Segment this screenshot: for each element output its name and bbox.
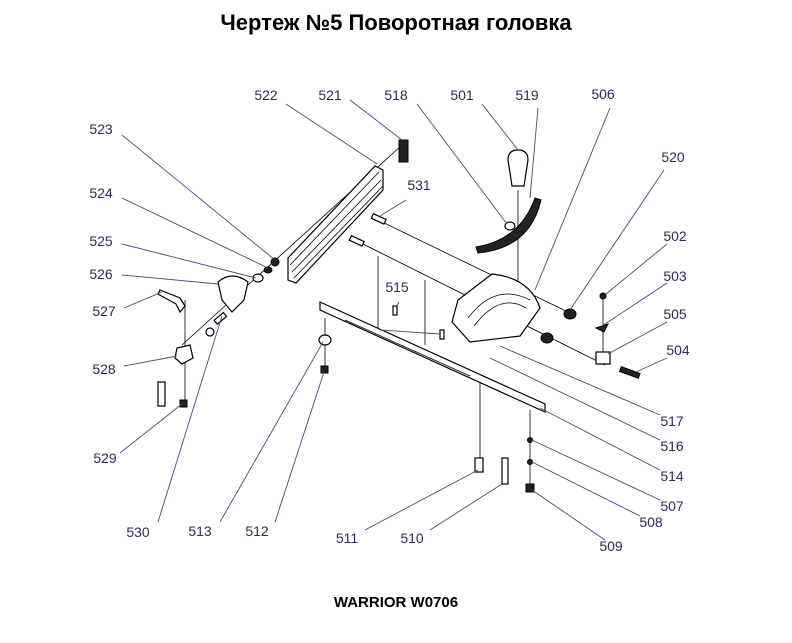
label-516: 516 (660, 438, 684, 454)
end-cap (398, 139, 409, 163)
leader-lines (119, 99, 668, 541)
knob (507, 149, 529, 187)
clamp-block (174, 344, 194, 365)
label-505: 505 (663, 306, 687, 322)
label-524: 524 (89, 185, 113, 201)
label-512: 512 (245, 523, 269, 539)
fence-rail (287, 165, 384, 284)
label-530: 530 (126, 524, 150, 540)
drawing-title: Чертеж №5 Поворотная головка (220, 10, 572, 35)
guide-nut (320, 365, 329, 374)
screw (501, 457, 509, 485)
pin (439, 329, 445, 340)
label-521: 521 (318, 87, 342, 103)
label-520: 520 (661, 149, 685, 165)
label-518: 518 (384, 87, 408, 103)
label-513: 513 (188, 523, 212, 539)
label-506: 506 (591, 86, 615, 102)
assembly-axes (181, 144, 606, 490)
screw (474, 457, 484, 473)
label-519: 519 (515, 87, 539, 103)
model-name: WARRIOR W0706 (333, 594, 459, 611)
angle-scale (475, 197, 542, 254)
label-510: 510 (400, 530, 424, 546)
label-502: 502 (663, 228, 687, 244)
label-503: 503 (663, 268, 687, 284)
label-528: 528 (92, 361, 116, 377)
label-531: 531 (407, 177, 431, 193)
label-523: 523 (89, 121, 113, 137)
bolt (348, 234, 365, 247)
washer (504, 221, 516, 231)
bolt (370, 212, 387, 225)
washer (527, 437, 533, 443)
lock-handle (157, 289, 186, 314)
stop-screw (618, 366, 641, 379)
nut (270, 257, 280, 267)
label-529: 529 (93, 450, 117, 466)
label-507: 507 (660, 498, 684, 514)
label-517: 517 (660, 413, 684, 429)
miter-bar (319, 301, 546, 413)
pin (392, 305, 398, 316)
guide-washer (318, 334, 332, 346)
washer (205, 327, 215, 337)
part-labels: 522 521 518 501 519 506 520 502 503 505 … (89, 86, 690, 554)
label-526: 526 (89, 266, 113, 282)
label-508: 508 (639, 514, 663, 530)
label-511: 511 (336, 530, 359, 546)
label-501: 501 (450, 87, 474, 103)
label-515: 515 (385, 279, 409, 295)
nut (179, 399, 188, 408)
lock-knob (540, 332, 554, 344)
washer (252, 273, 264, 283)
screw (213, 311, 228, 326)
protractor-head (451, 273, 541, 343)
nut (525, 483, 535, 493)
label-514: 514 (660, 468, 684, 484)
washer (527, 459, 533, 465)
nut (599, 292, 607, 300)
label-525: 525 (89, 233, 113, 249)
clamp (217, 275, 249, 313)
label-504: 504 (666, 342, 690, 358)
block (595, 351, 611, 365)
clamp-plate (157, 381, 166, 407)
label-522: 522 (254, 87, 278, 103)
label-509: 509 (599, 538, 623, 554)
washer (263, 266, 273, 274)
lock-knob (563, 308, 577, 320)
label-527: 527 (92, 303, 116, 319)
spring-washer (594, 323, 609, 333)
